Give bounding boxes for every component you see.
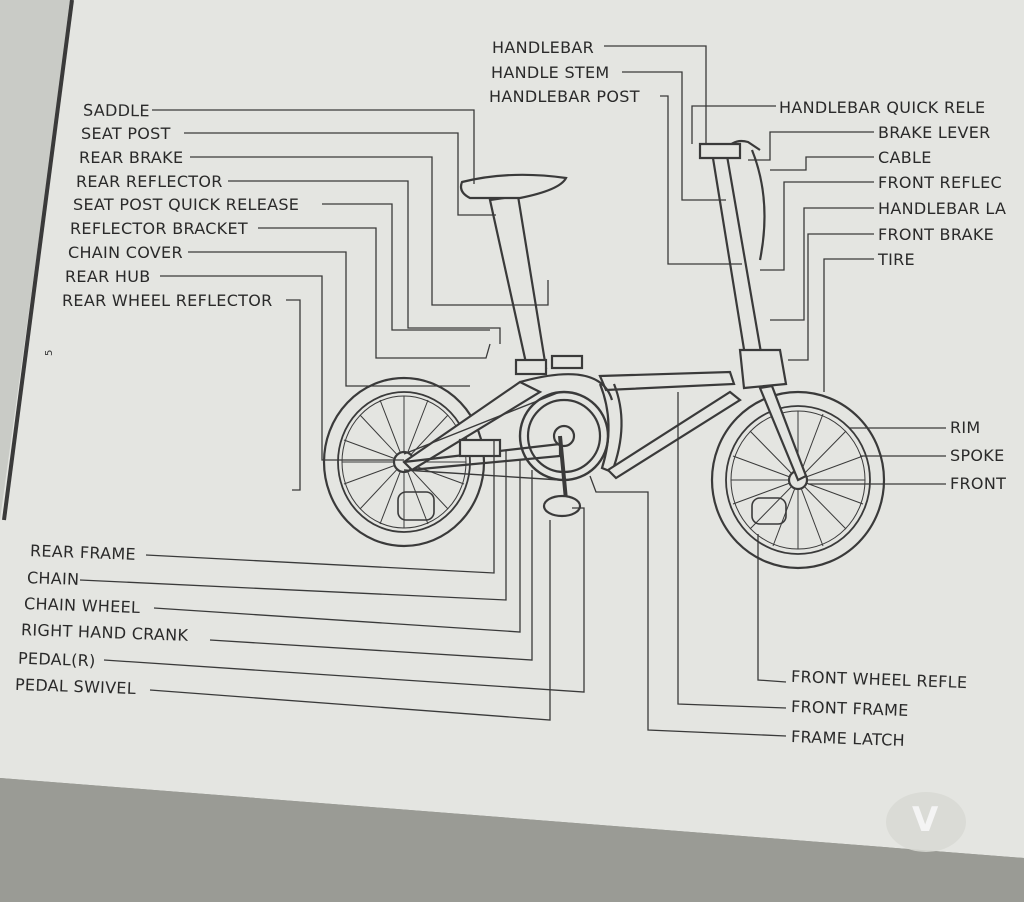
label-handlebar-quick-release: HANDLEBAR QUICK RELE: [779, 98, 986, 117]
watermark-logo: [886, 792, 966, 852]
label-chain-cover: CHAIN COVER: [68, 243, 183, 262]
label-rear-frame: REAR FRAME: [29, 541, 137, 564]
left-page-edge: [0, 0, 70, 520]
label-reflector-bracket: REFLECTOR BRACKET: [70, 219, 248, 238]
label-rear-hub: REAR HUB: [65, 267, 151, 286]
page-fold: [2, 0, 74, 521]
label-chain-wheel: CHAIN WHEEL: [23, 593, 141, 618]
label-pedal-swivel: PEDAL SWIVEL: [14, 674, 137, 699]
label-front-reflector: FRONT REFLEC: [878, 173, 1002, 192]
page-number: 5: [44, 350, 55, 356]
page-number-text: 5: [44, 350, 55, 356]
label-handlebar: HANDLEBAR: [492, 38, 595, 57]
label-front-brake: FRONT BRAKE: [878, 225, 995, 244]
label-seat-post: SEAT POST: [81, 124, 171, 143]
frame: [402, 139, 808, 518]
leader-lines: [79, 45, 946, 737]
label-front-hub: FRONT: [950, 474, 1007, 493]
label-handlebar-post: HANDLEBAR POST: [489, 87, 640, 106]
label-chain: CHAIN: [26, 568, 80, 589]
label-seat-post-quick-release: SEAT POST QUICK RELEASE: [73, 195, 300, 214]
bicycle-drawing: [322, 139, 886, 570]
label-rear-wheel-reflector: REAR WHEEL REFLECTOR: [62, 291, 273, 310]
label-pedal-r: PEDAL(R): [17, 648, 96, 671]
label-tire: TIRE: [878, 250, 915, 269]
label-spoke: SPOKE: [950, 446, 1005, 465]
label-cable: CABLE: [878, 148, 932, 167]
watermark-letter: V: [912, 800, 939, 840]
label-saddle: SADDLE: [82, 100, 150, 121]
label-brake-lever: BRAKE LEVER: [878, 123, 991, 142]
label-handle-stem: HANDLE STEM: [491, 63, 610, 82]
label-rim: RIM: [950, 418, 981, 437]
label-frame-latch: FRAME LATCH: [790, 727, 906, 750]
label-front-frame: FRONT FRAME: [790, 696, 909, 721]
label-handlebar-latch: HANDLEBAR LA: [878, 199, 1007, 218]
page-shadow: [0, 778, 1024, 902]
label-rear-brake: REAR BRAKE: [79, 148, 184, 167]
label-rear-reflector: REAR REFLECTOR: [76, 172, 223, 191]
